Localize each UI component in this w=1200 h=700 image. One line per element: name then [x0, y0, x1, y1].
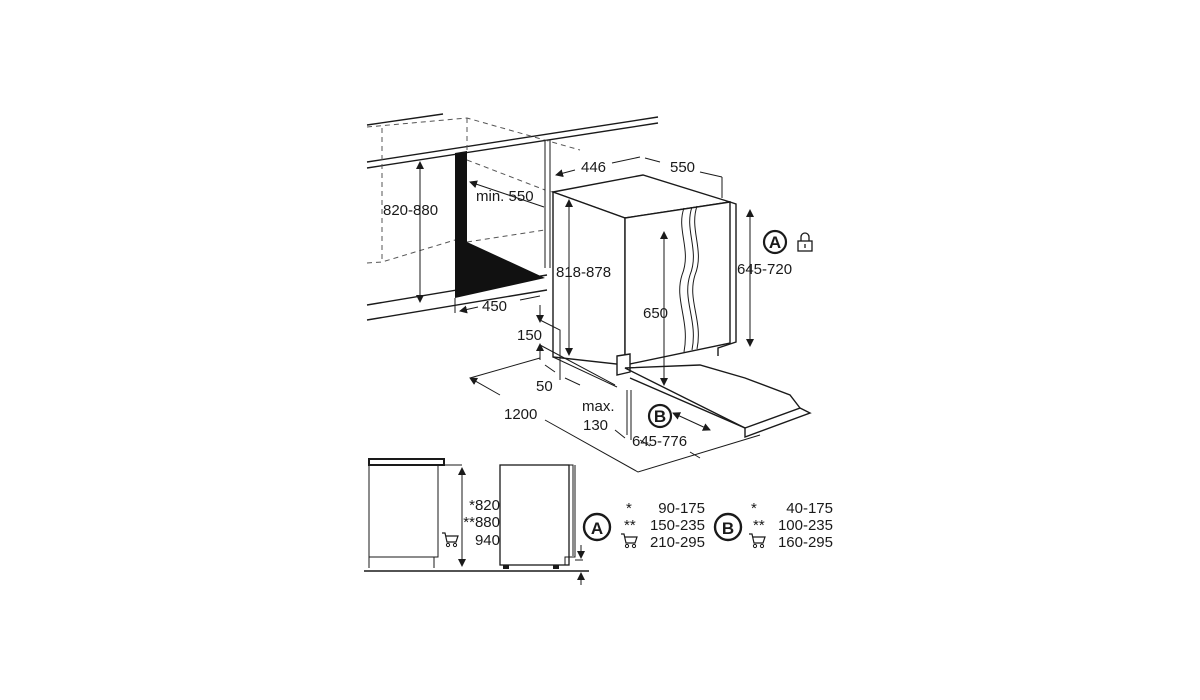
table-a-value-3: 210-295	[650, 534, 705, 551]
table-b-value-2: 100-235	[778, 517, 833, 534]
panel-height-label: 645-720	[737, 261, 792, 278]
table-b: B * 40-175 ** 100-235 160-295	[713, 500, 833, 551]
max-value-label: 130	[583, 417, 608, 434]
svg-text:A: A	[591, 519, 603, 538]
table-b-value-3: 160-295	[778, 534, 833, 551]
door-height-label: 650	[643, 305, 668, 322]
marker-b-top: B	[647, 403, 673, 429]
table-b-value-1: 40-175	[786, 500, 833, 517]
svg-text:B: B	[654, 407, 666, 426]
marker-a-top: A	[762, 229, 788, 255]
dishwasher-drawing	[539, 174, 812, 440]
svg-text:B: B	[722, 519, 734, 538]
panel-offset-label: 645-776	[632, 433, 687, 450]
appliance-height-label: 818-878	[556, 264, 611, 281]
table-a-value-1: 90-175	[658, 500, 705, 517]
svg-text:A: A	[769, 233, 781, 252]
dimension-lines	[416, 156, 761, 473]
min-depth-label: min. 550	[476, 188, 534, 205]
table-a: A * 90-175 ** 150-235 210-295	[582, 500, 705, 551]
table-a-star-1: *	[626, 500, 632, 517]
plinth-depth-label: 50	[536, 378, 553, 395]
cavity-width-label: 450	[482, 298, 507, 315]
door-swing-label: 1200	[504, 406, 537, 423]
appliance-depth-label: 550	[670, 159, 695, 176]
shopping-cart-icon	[748, 533, 766, 549]
appliance-width-label: 446	[581, 159, 606, 176]
shopping-cart-icon	[620, 533, 638, 549]
table-b-star-1: *	[751, 500, 757, 517]
table-a-star-2: **	[624, 517, 636, 534]
plinth-height-label: 150	[517, 327, 542, 344]
side-view-heights: *820 **880 940	[441, 497, 500, 549]
table-a-value-2: 150-235	[650, 517, 705, 534]
table-b-star-2: **	[753, 517, 765, 534]
height-single-star: *820	[469, 497, 500, 514]
shopping-cart-icon	[441, 532, 459, 548]
cavity-shading	[455, 151, 545, 298]
lock-icon	[797, 232, 813, 252]
height-cart: 940	[475, 532, 500, 549]
height-double-star: **880	[463, 514, 500, 531]
max-label: max.	[582, 398, 615, 415]
cabinet-height-label: 820-880	[383, 202, 438, 219]
side-view-drawing	[364, 458, 589, 585]
